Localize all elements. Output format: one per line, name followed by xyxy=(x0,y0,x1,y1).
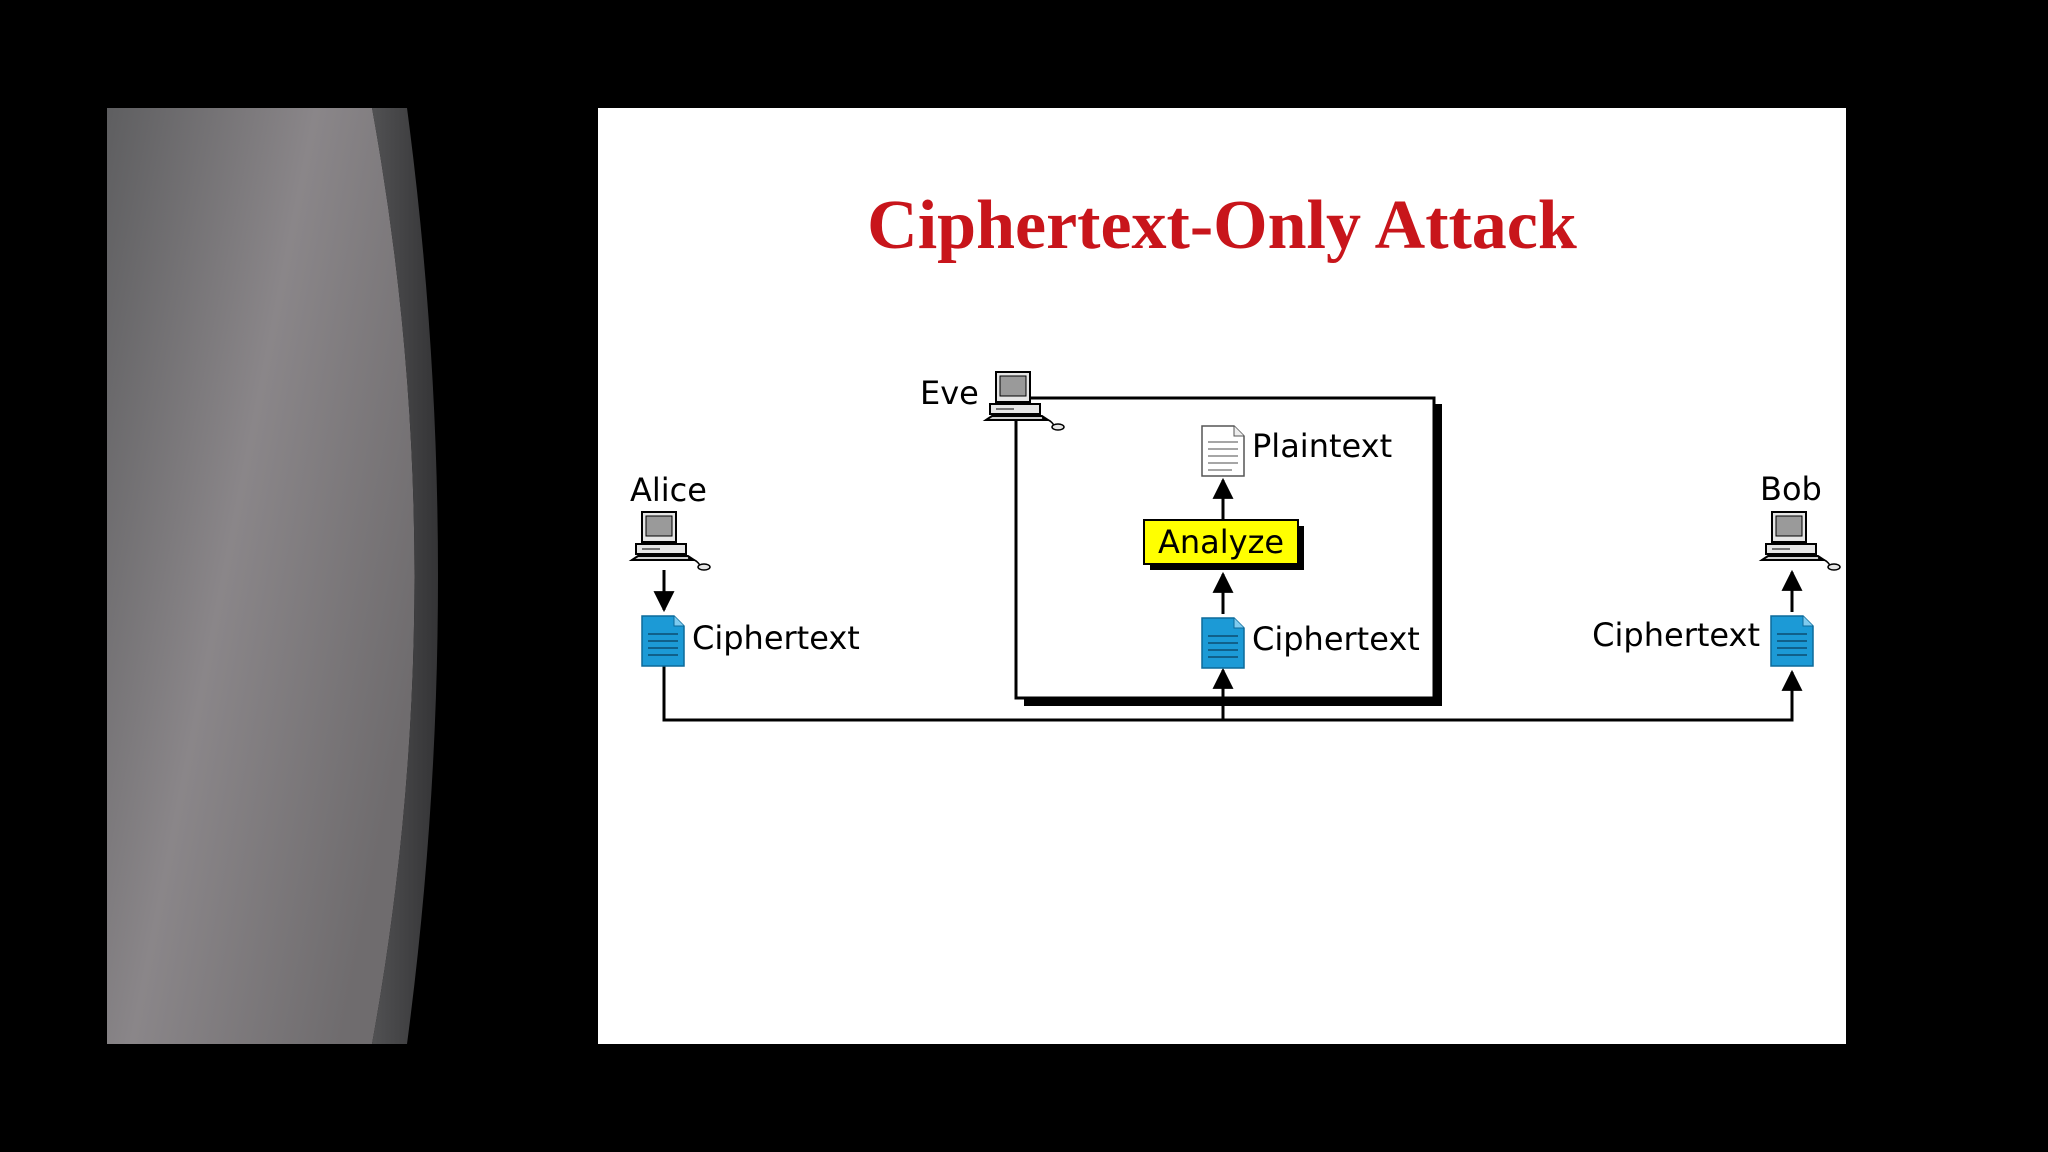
bob-ciphertext-label: Ciphertext xyxy=(1592,616,1760,654)
alice-computer-icon xyxy=(631,511,711,571)
eve-ciphertext-doc-icon xyxy=(1201,617,1245,669)
bob-label: Bob xyxy=(1760,470,1822,508)
channel-line xyxy=(662,666,1803,722)
bob-computer-icon xyxy=(1761,511,1841,571)
eve-ciphertext-label: Ciphertext xyxy=(1252,620,1420,658)
alice-ciphertext-doc-icon xyxy=(641,615,685,667)
slide-title: Ciphertext-Only Attack xyxy=(867,187,1577,264)
plaintext-doc-icon xyxy=(1201,425,1245,477)
alice-label: Alice xyxy=(630,471,707,509)
bob-ciphertext-doc-icon xyxy=(1770,615,1814,667)
plaintext-label: Plaintext xyxy=(1252,427,1392,465)
side-gradient-panel xyxy=(107,108,438,1044)
alice-ciphertext-label: Ciphertext xyxy=(692,619,860,657)
attack-diagram: Alice Ciphertext Eve Plaintext Analyze C… xyxy=(630,371,1841,722)
slide: Ciphertext-Only Attack xyxy=(598,108,1846,1044)
eve-label: Eve xyxy=(920,374,979,412)
analyze-box xyxy=(1143,519,1299,565)
analyze-label: Analyze xyxy=(1158,523,1284,561)
